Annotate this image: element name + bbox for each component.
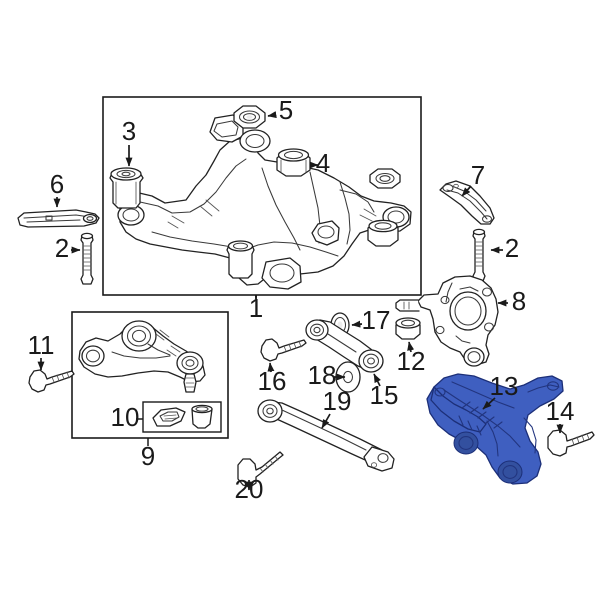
leader-lines <box>37 111 564 491</box>
lower-arm-bushing-eye-right <box>497 460 523 484</box>
part-subframe-front-bushing <box>226 240 255 279</box>
part-subframe-mount-bushing <box>109 167 144 209</box>
callout-7-subframe-bracket[interactable]: 7 <box>471 160 485 190</box>
part-subframe-stiffener-brace <box>17 209 100 228</box>
inner-box-ball-joint-boot-kit <box>142 401 222 433</box>
lower-arm-bushing-eye-left <box>453 431 479 455</box>
part-upper-arm-bolt <box>28 369 75 393</box>
callout-5-subframe-mount-washer-nut[interactable]: 5 <box>279 95 293 125</box>
callout-17-link-bushing-collar[interactable]: 17 <box>362 305 391 335</box>
part-subframe-right-nut-lower <box>367 219 399 247</box>
callout-16-link-bolt[interactable]: 16 <box>258 366 287 396</box>
callout-2-subframe-mounting-bolt-left[interactable]: 2 <box>55 233 69 263</box>
callout-15-upper-link-bushing[interactable]: 15 <box>370 380 399 410</box>
callout-11-upper-arm-bolt[interactable]: 11 <box>28 330 55 360</box>
group-box-subframe <box>102 96 422 296</box>
part-lower-arm-bolt <box>547 429 595 457</box>
callout-9-upper-control-arm-assembly[interactable]: 9 <box>141 441 155 471</box>
part-lower-control-arm-highlighted <box>426 373 564 485</box>
part-subframe-mount-nut <box>276 148 311 177</box>
callout-18-link-washer[interactable]: 18 <box>308 360 337 390</box>
part-subframe-right-washer-nut <box>369 168 401 189</box>
part-trailing-arm-nut <box>395 317 421 340</box>
callout-1-rear-subframe-crossmember[interactable]: 1 <box>249 293 263 323</box>
part-upper-link-bushing <box>305 319 384 373</box>
part-rear-knuckle <box>395 275 499 367</box>
part-link-bolt <box>260 338 307 362</box>
callout-12-trailing-arm-nut[interactable]: 12 <box>397 346 426 376</box>
callout-4-subframe-mount-nut[interactable]: 4 <box>316 148 330 178</box>
subframe-rear-mount-boss <box>261 257 302 290</box>
part-subframe-mount-washer-nut <box>233 105 266 129</box>
callout-13-lower-control-arm[interactable]: 13 <box>490 371 519 401</box>
callout-3-subframe-mount-bushing[interactable]: 3 <box>122 116 136 146</box>
callout-8-rear-knuckle[interactable]: 8 <box>512 286 526 316</box>
callout-20-trailing-arm-bolt[interactable]: 20 <box>235 474 264 504</box>
part-trailing-arm-rod <box>257 399 395 472</box>
callout-6-subframe-stiffener-brace[interactable]: 6 <box>50 169 64 199</box>
callout-14-lower-arm-bolt[interactable]: 14 <box>546 396 575 426</box>
part-rear-subframe-crossmember <box>117 114 412 290</box>
callout-2-subframe-mounting-bolt-right[interactable]: 2 <box>505 233 519 263</box>
part-subframe-bracket <box>439 180 495 225</box>
part-subframe-mounting-bolt-right <box>472 228 486 282</box>
part-ball-joint-boot-kit <box>152 404 213 429</box>
callout-19-trailing-arm-rod[interactable]: 19 <box>323 386 352 416</box>
subframe-rear-mount-collar <box>239 129 271 153</box>
part-subframe-mounting-bolt-left <box>80 232 94 285</box>
callout-10-ball-joint-boot-kit[interactable]: 10 <box>111 402 140 432</box>
part-upper-control-arm-assembly <box>78 320 206 393</box>
